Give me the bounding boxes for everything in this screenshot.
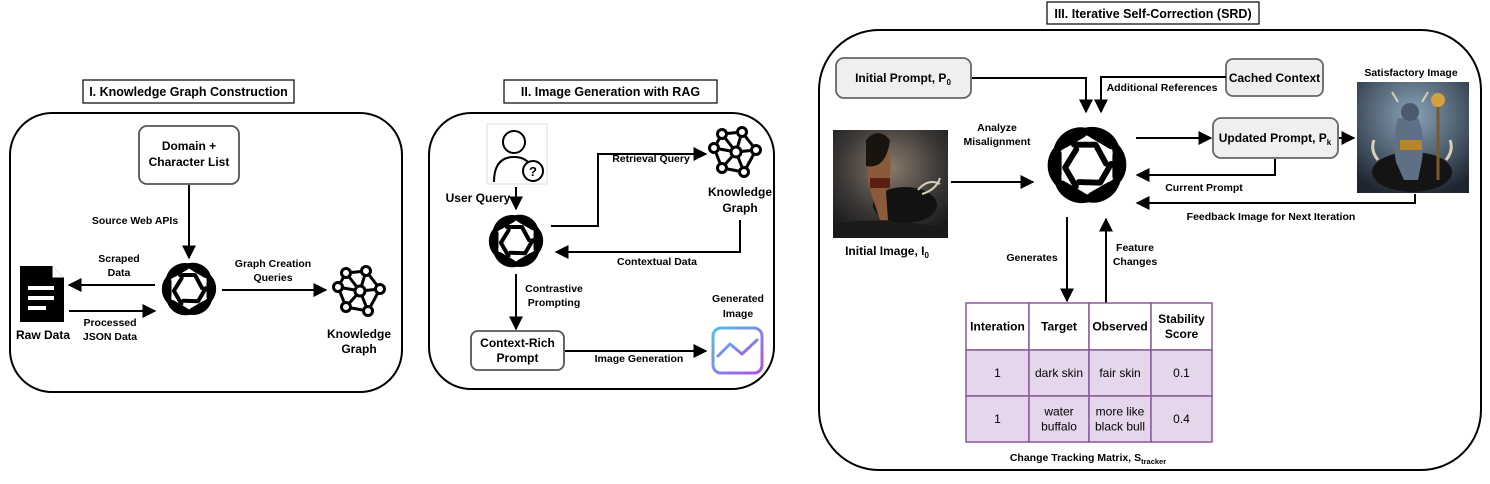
- table-header-text: Score: [1165, 327, 1199, 341]
- arrow-initial-prompt: [972, 77, 1093, 114]
- graph-creation-label-1: Graph Creation: [235, 258, 311, 270]
- matrix-caption: Change Tracking Matrix, Stracker: [1010, 452, 1166, 466]
- table-cell: [1028, 349, 1090, 397]
- table-cell-text: 1: [994, 412, 1001, 426]
- table-cell-text: more like: [1096, 405, 1145, 419]
- scraped-data-label-1: Scraped: [98, 253, 139, 265]
- panel-frame: [9, 112, 403, 393]
- updated-prompt-box: [1212, 117, 1339, 159]
- table-header-text: Observed: [1092, 320, 1147, 334]
- context-rich-label-2: Prompt: [497, 351, 539, 365]
- current-prompt-label: Current Prompt: [1165, 182, 1243, 194]
- kg-label-2: Graph: [341, 342, 376, 356]
- contextual-data-label: Contextual Data: [617, 256, 697, 268]
- user-question-icon: ?: [486, 123, 548, 185]
- panel-title: II. Image Generation with RAG: [521, 85, 700, 99]
- initial-image-label: Initial Image, I0: [845, 244, 929, 260]
- table-cell: [1150, 395, 1213, 443]
- kg-label-1: Knowledge: [708, 185, 772, 199]
- arrow-contextual-data: [554, 220, 741, 259]
- table-header-text: Interation: [970, 320, 1025, 334]
- feature-changes-label-1: Feature: [1116, 242, 1154, 254]
- panel-title-box: [1046, 1, 1260, 25]
- domain-label-1: Domain +: [162, 139, 216, 153]
- arrow-retrieval-query: [551, 147, 708, 227]
- table-cell-text: dark skin: [1035, 366, 1083, 380]
- additional-references-label: Additional References: [1107, 82, 1218, 94]
- processed-json-label-2: JSON Data: [83, 331, 137, 343]
- initial-prompt-label: Initial Prompt, P0: [855, 71, 951, 87]
- table-cell-text: fair skin: [1099, 366, 1140, 380]
- table-cell-text: 0.1: [1173, 366, 1190, 380]
- cached-context-label: Cached Context: [1229, 71, 1320, 85]
- table-cell: [965, 395, 1030, 443]
- initial-prompt-box: [835, 57, 972, 99]
- generates-label: Generates: [1006, 252, 1058, 264]
- table-header-cell: [1028, 302, 1090, 351]
- processed-json-label-1: Processed: [83, 317, 136, 329]
- panel-iterative-self-correction: III. Iterative Self-Correction (SRD) Ini…: [818, 1, 1482, 471]
- table-cell-text: black bull: [1095, 420, 1145, 434]
- panel-image-generation-rag: II. Image Generation with RAG ? User Que…: [428, 79, 775, 390]
- contrastive-label-1: Contrastive: [525, 283, 583, 295]
- domain-character-list-box: [138, 125, 240, 185]
- table-cell-text: 1: [994, 366, 1001, 380]
- context-rich-prompt-box: [470, 330, 565, 371]
- contrastive-label-2: Prompting: [528, 297, 581, 309]
- domain-label-2: Character List: [149, 155, 230, 169]
- document-icon: [20, 266, 64, 322]
- analyze-label-1: Analyze: [977, 122, 1017, 134]
- panel-knowledge-graph-construction: I. Knowledge Graph Construction Domain +…: [9, 79, 403, 393]
- table-cell-text: 0.4: [1173, 412, 1190, 426]
- kg-label-2: Graph: [722, 201, 757, 215]
- image-generation-label: Image Generation: [595, 353, 684, 365]
- panel-title: III. Iterative Self-Correction (SRD): [1054, 7, 1251, 21]
- generated-image-icon: [711, 326, 764, 375]
- analyze-label-2: Misalignment: [963, 136, 1031, 148]
- table-cell: [1028, 395, 1090, 443]
- table-cell-text: buffalo: [1041, 420, 1077, 434]
- arrow-cached-context: [1094, 76, 1226, 114]
- retrieval-query-label: Retrieval Query: [612, 153, 690, 165]
- source-web-apis-label: Source Web APIs: [92, 215, 179, 227]
- feedback-image-label: Feedback Image for Next Iteration: [1187, 211, 1356, 223]
- panel-title: I. Knowledge Graph Construction: [89, 85, 288, 99]
- generated-image-label-1: Generated: [712, 293, 764, 305]
- updated-prompt-label: Updated Prompt, Pk: [1219, 131, 1332, 147]
- raw-data-label: Raw Data: [16, 328, 70, 342]
- table-cell: [1150, 349, 1213, 397]
- table-cell: [1088, 395, 1152, 443]
- table-header-text: Stability: [1158, 312, 1205, 326]
- table-header-text: Target: [1041, 320, 1077, 334]
- satisfactory-image: [1357, 82, 1469, 193]
- context-rich-label-1: Context-Rich: [480, 336, 555, 350]
- svg-text:?: ?: [529, 164, 537, 179]
- feature-changes-label-2: Changes: [1113, 256, 1158, 268]
- initial-image: [833, 130, 948, 238]
- table-cell-text: water: [1043, 405, 1073, 419]
- arrow-feedback-image: [1135, 194, 1416, 210]
- panel-title-box: [503, 79, 718, 104]
- table-header-cell: [1088, 302, 1152, 351]
- user-query-label: User Query: [446, 191, 511, 205]
- arrow-current-prompt: [1135, 159, 1276, 182]
- generated-image-label-2: Image: [723, 308, 754, 320]
- satisfactory-image-label: Satisfactory Image: [1364, 67, 1458, 79]
- kg-label-1: Knowledge: [327, 327, 391, 341]
- panel-title-box: [82, 79, 295, 104]
- scraped-data-label-2: Data: [108, 267, 131, 279]
- graph-creation-label-2: Queries: [253, 272, 292, 284]
